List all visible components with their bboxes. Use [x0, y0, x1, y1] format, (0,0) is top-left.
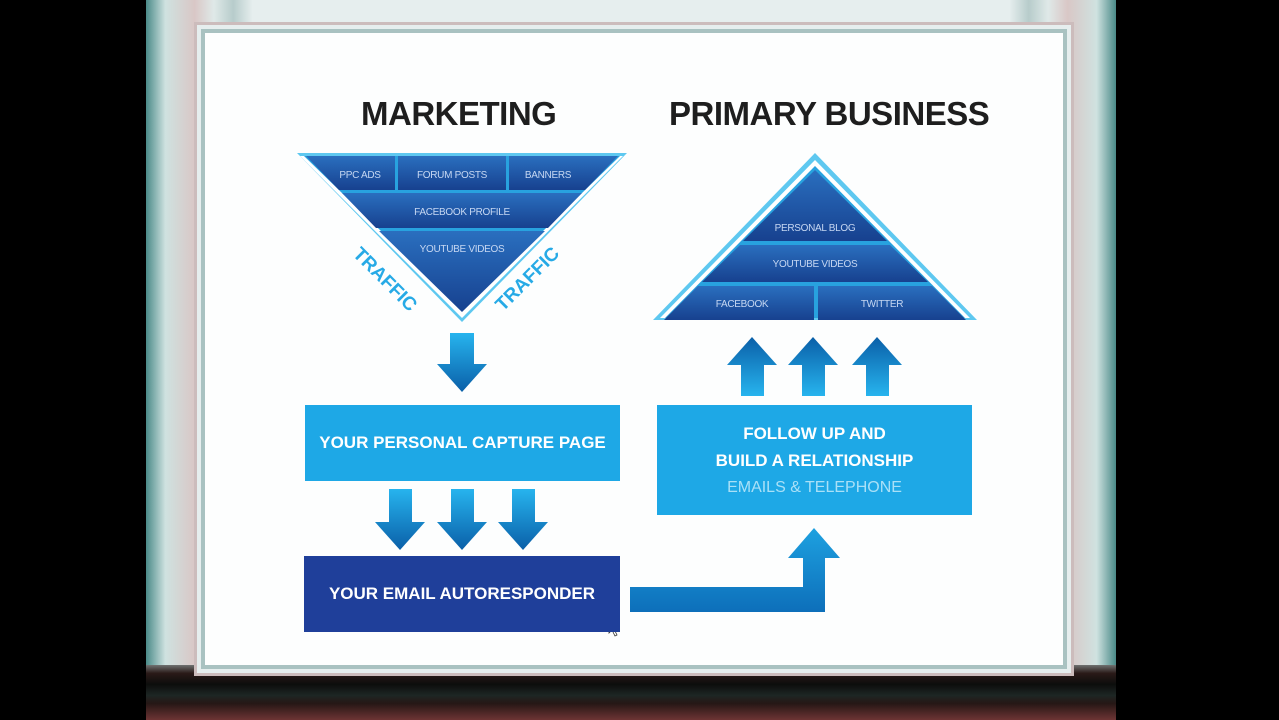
autoresponder-label: YOUR EMAIL AUTORESPONDER: [328, 584, 596, 603]
pyramid-item-youtube-videos: YOUTUBE VIDEOS: [773, 259, 858, 270]
funnel-item-ppc-ads: PPC ADS: [339, 170, 381, 181]
pyramid-item-twitter: TWITTER: [861, 299, 903, 310]
pyramid-item-facebook: FACEBOOK: [716, 299, 769, 310]
capture-page-label: YOUR PERSONAL CAPTURE PAGE: [319, 433, 606, 452]
funnel-item-facebook-profile: FACEBOOK PROFILE: [414, 207, 510, 218]
follow-up-line1: FOLLOW UP AND: [743, 423, 886, 443]
marketing-funnel: PPC ADS FORUM POSTS BANNERS FACEBOOK PRO…: [297, 153, 627, 322]
arrow-up-icon: [727, 337, 777, 396]
autoresponder-box: YOUR EMAIL AUTORESPONDER: [304, 556, 620, 632]
arrow-up-icon: [852, 337, 902, 396]
funnel-item-forum-posts: FORUM POSTS: [417, 170, 488, 181]
elbow-arrow-icon: [630, 528, 840, 612]
follow-up-line2: BUILD A RELATIONSHIP: [715, 450, 914, 470]
marketing-title: MARKETING: [361, 95, 557, 132]
funnel-item-youtube-videos: YOUTUBE VIDEOS: [420, 244, 505, 255]
arrow-down-icon: [498, 489, 548, 550]
capture-page-box: YOUR PERSONAL CAPTURE PAGE: [305, 405, 620, 481]
business-pyramid: PERSONAL BLOG YOUTUBE VIDEOS FACEBOOK TW…: [653, 153, 977, 320]
pyramid-item-personal-blog: PERSONAL BLOG: [775, 223, 856, 234]
arrow-up-icon: [788, 337, 838, 396]
arrow-down-icon: [437, 333, 487, 392]
funnel-item-banners: BANNERS: [525, 170, 572, 181]
follow-up-subtitle: EMAILS & TELEPHONE: [727, 478, 902, 496]
follow-up-box: FOLLOW UP AND BUILD A RELATIONSHIP EMAIL…: [657, 405, 972, 515]
arrow-down-icon: [437, 489, 487, 550]
arrow-down-icon: [375, 489, 425, 550]
primary-business-title: PRIMARY BUSINESS: [669, 95, 990, 132]
video-frame-bottom: [146, 665, 1116, 720]
